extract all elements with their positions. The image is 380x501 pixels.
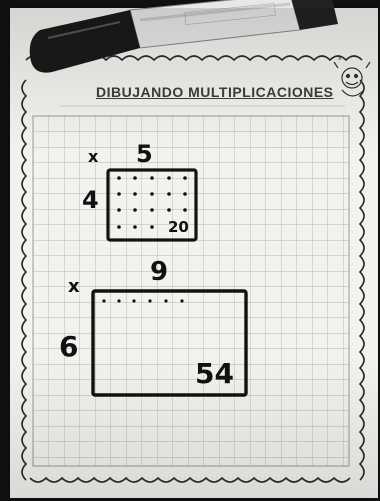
columns-1: 5 [136, 142, 153, 166]
product-2: 54 [195, 360, 234, 388]
rows-1: 4 [82, 188, 99, 212]
worksheet-title: DIBUJANDO MULTIPLICACIONES [96, 84, 336, 100]
marker-pen [30, 0, 338, 73]
svg-text:x: x [338, 55, 342, 62]
columns-2: 9 [150, 259, 168, 285]
operator-2: x [68, 278, 80, 296]
product-1: 20 [168, 220, 189, 235]
rows-2: 6 [59, 333, 78, 361]
operator-1: x [88, 149, 98, 165]
